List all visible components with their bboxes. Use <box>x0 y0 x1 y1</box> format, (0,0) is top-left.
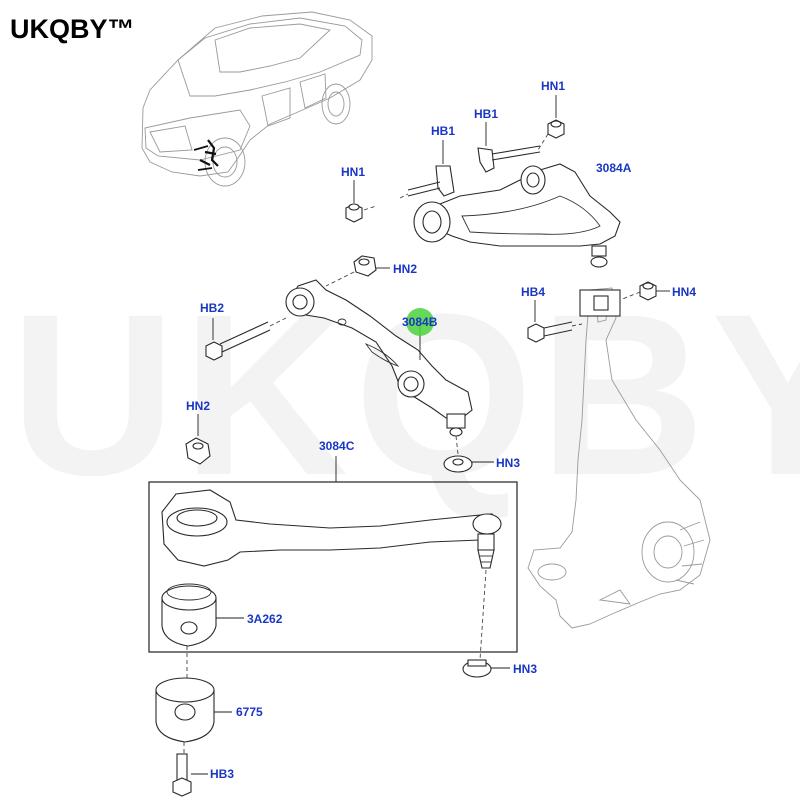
label-hb2: HB2 <box>200 301 224 315</box>
label-hn4: HN4 <box>672 285 696 299</box>
nut-hn1-top <box>547 95 565 139</box>
bolt-hb1-right <box>477 122 541 173</box>
bushing-3a262 <box>161 583 244 647</box>
label-hn1-left: HN1 <box>341 165 365 179</box>
lower-arm-3084b <box>285 279 473 437</box>
label-hn3-lower: HN3 <box>513 662 537 676</box>
label-hn1-top: HN1 <box>541 79 565 93</box>
nut-hn2-upper <box>325 255 390 287</box>
assembly-box-3084c <box>148 481 518 653</box>
hub-knuckle-illustration <box>527 287 711 629</box>
washer-hn3-lower <box>462 659 510 678</box>
nut-hn4 <box>619 281 670 301</box>
label-hb4: HB4 <box>521 285 545 299</box>
bolt-hb1-left <box>399 140 455 199</box>
label-3084c: 3084C <box>319 439 355 453</box>
label-hb3: HB3 <box>210 767 234 781</box>
bushing-6775 <box>155 646 232 743</box>
label-3a262: 3A262 <box>247 612 283 626</box>
washer-hn3-upper <box>443 455 494 473</box>
label-hn2-lower: HN2 <box>186 399 210 413</box>
nut-hn1-left <box>345 180 377 223</box>
label-hb1-left: HB1 <box>431 124 455 138</box>
bolt-hb2 <box>205 317 287 361</box>
upper-control-arm-3084a <box>413 163 621 268</box>
highlight-dot <box>406 308 434 336</box>
bolt-hb3 <box>172 742 208 797</box>
lower-arm-3084c <box>161 489 502 569</box>
label-hn2-upper: HN2 <box>393 262 417 276</box>
label-hn3-upper: HN3 <box>496 456 520 470</box>
label-3084a: 3084A <box>596 161 632 175</box>
label-6775: 6775 <box>236 705 263 719</box>
vehicle-illustration <box>141 11 373 187</box>
label-hb1-right: HB1 <box>474 107 498 121</box>
label-3084b: 3084B <box>402 315 438 329</box>
bolt-hb4 <box>527 300 583 343</box>
nut-hn2-lower <box>185 414 211 465</box>
brand-logo: UKQBY™ <box>10 14 135 44</box>
